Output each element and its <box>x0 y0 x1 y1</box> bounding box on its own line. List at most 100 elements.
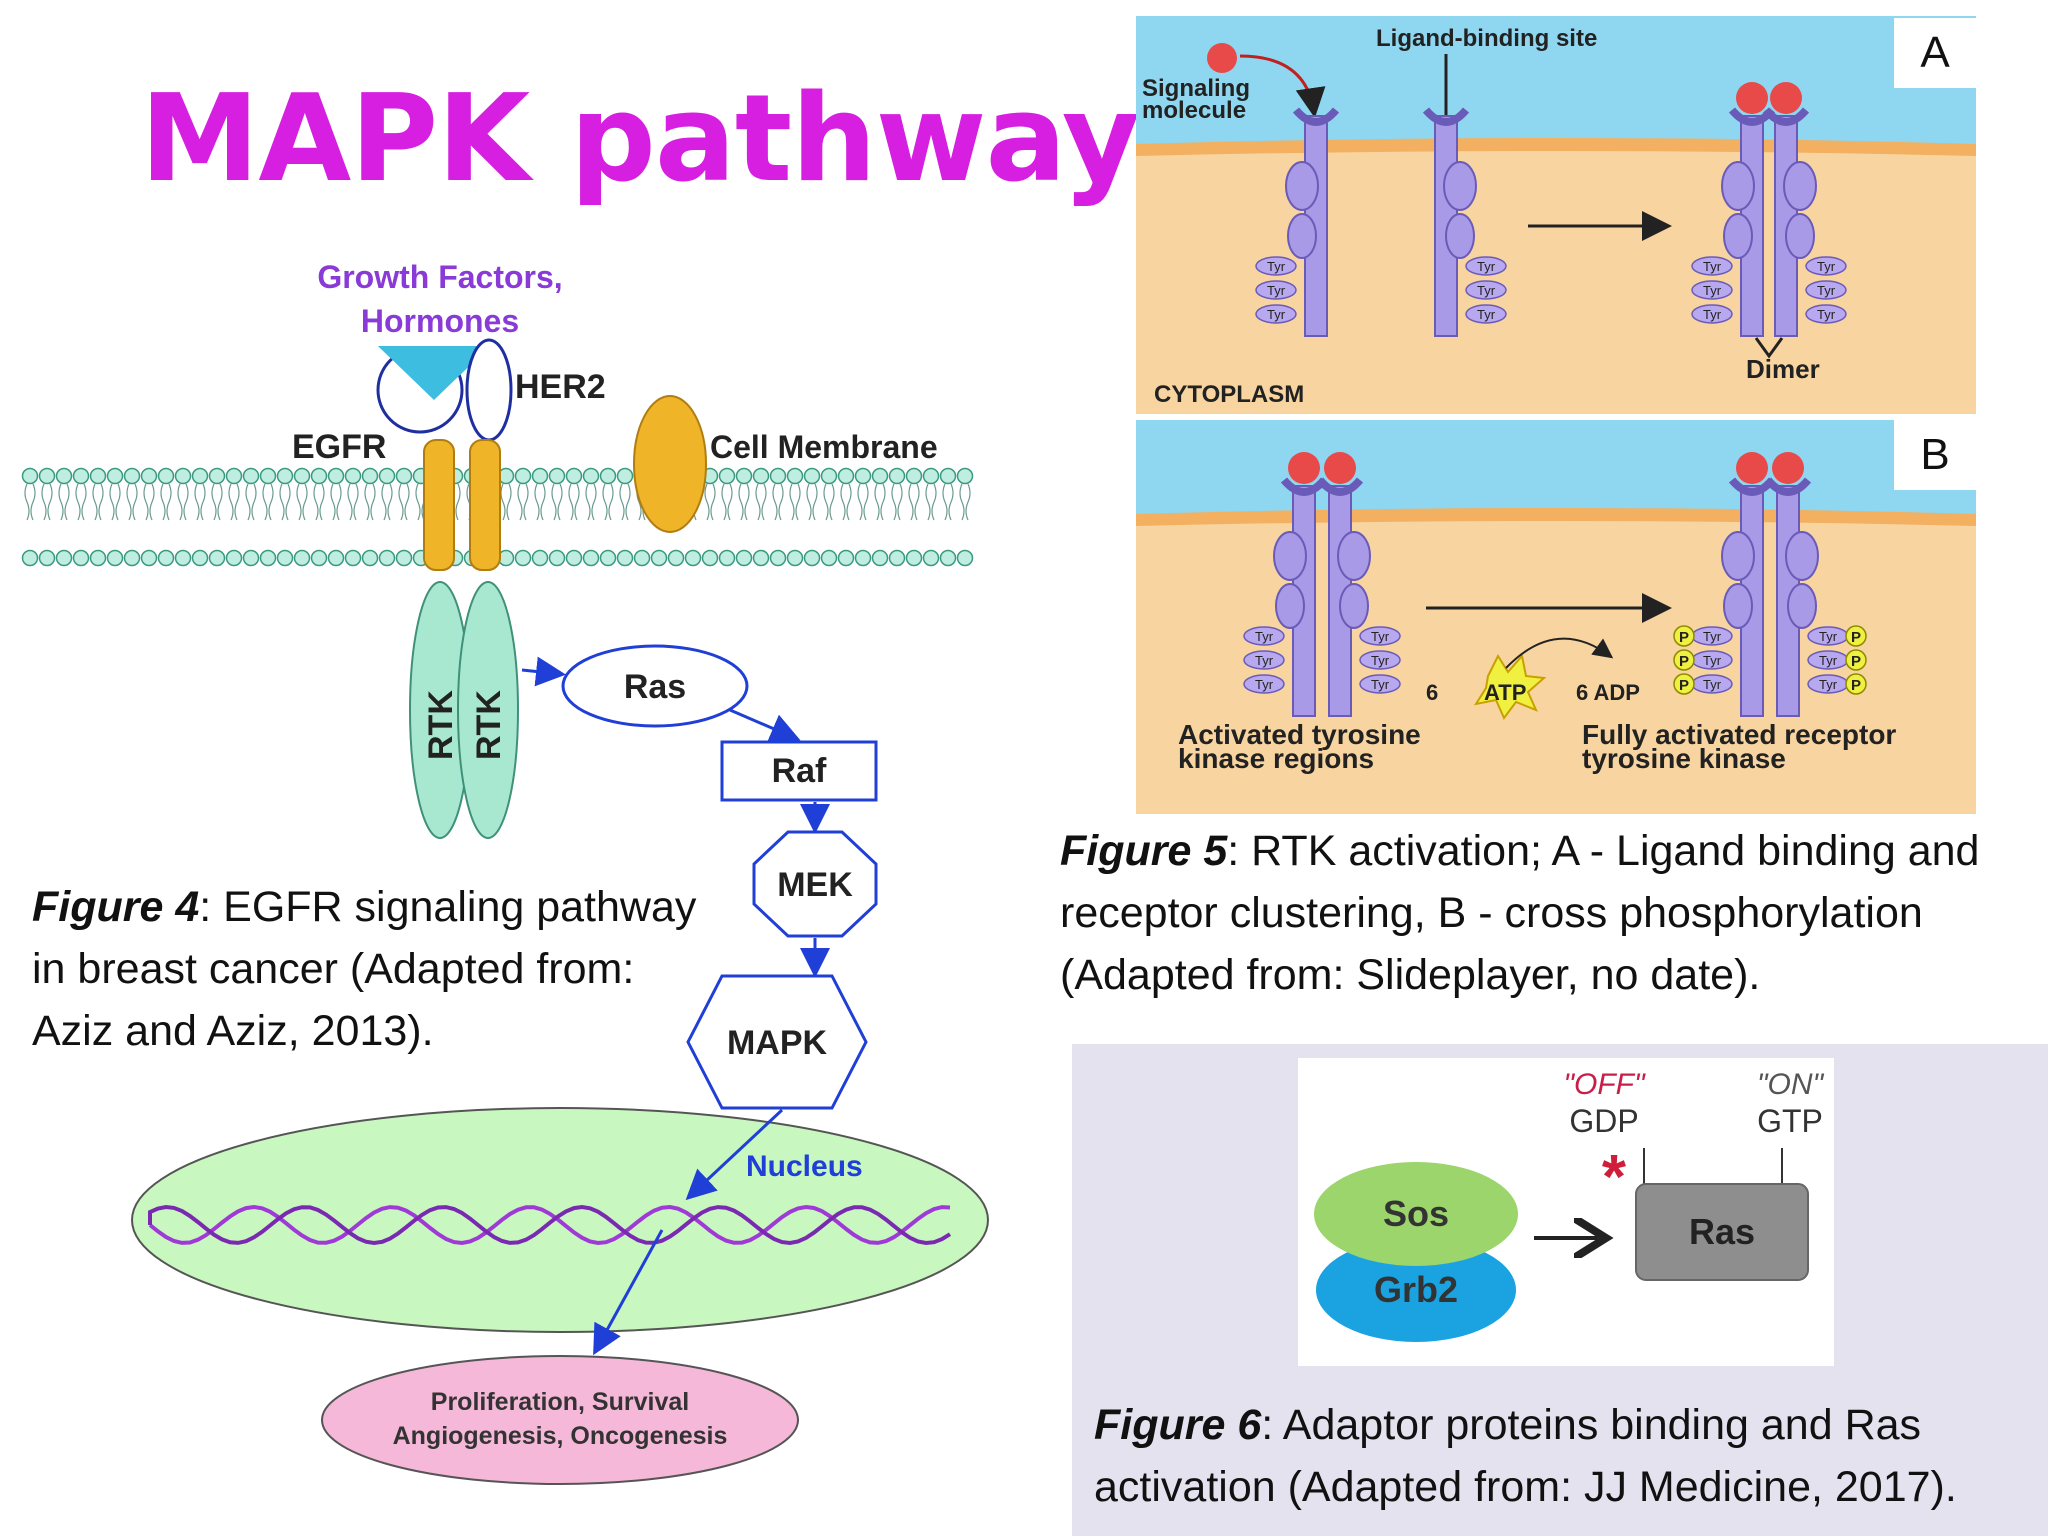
her2-tm <box>469 439 501 571</box>
ligand-site-label: Ligand-binding site <box>1376 25 1597 52</box>
tyr-label: Tyr <box>1703 653 1722 668</box>
figure-5-caption-label: Figure 5 <box>1060 827 1228 875</box>
phosphate-label: P <box>1851 653 1861 670</box>
ligand-molecule <box>1770 82 1802 114</box>
fully-label-1: Fully activated receptor <box>1582 719 1896 750</box>
dna-strand-1 <box>148 1204 951 1246</box>
mapk-label: MAPK <box>727 1024 828 1062</box>
cell-membrane-label: Cell Membrane <box>710 429 938 465</box>
tyr-label: Tyr <box>1371 629 1390 644</box>
nucleus-label: Nucleus <box>746 1150 863 1183</box>
grb2-label: Grb2 <box>1374 1269 1458 1310</box>
gtp-label: GTP <box>1757 1103 1823 1139</box>
mapk-node[interactable] <box>686 974 868 1110</box>
figure-5-caption-text-1: : RTK activation; A - Ligand binding and <box>1227 827 1980 875</box>
dimer-label: Dimer <box>1746 354 1820 384</box>
tyr-label: Tyr <box>1267 307 1286 322</box>
activated-label-2: kinase regions <box>1178 743 1374 774</box>
tyr-label: Tyr <box>1267 283 1286 298</box>
figure-4-caption-text-1: : EGFR signaling pathway <box>199 883 697 931</box>
outcome-ellipse <box>321 1355 799 1485</box>
figure-5-caption-text-3: (Adapted from: Slideplayer, no date). <box>1060 951 1761 999</box>
tyr-label: Tyr <box>1371 653 1390 668</box>
rtk-label-1: RTK <box>422 690 460 760</box>
her2-head <box>465 338 513 442</box>
mek-node[interactable] <box>752 830 878 938</box>
sos-label: Sos <box>1383 1193 1449 1234</box>
tyr-label: Tyr <box>1817 307 1836 322</box>
signaling-label-1: Signaling <box>1142 75 1250 102</box>
tyr-label: Tyr <box>1817 259 1836 274</box>
phosphate-label: P <box>1679 629 1689 646</box>
tyr-label: Tyr <box>1819 653 1838 668</box>
activated-label-1: Activated tyrosine <box>1178 719 1421 750</box>
figure-6-diagram: "OFF" "ON" GDP GTP * Sos Grb2 Ras <box>1298 1058 1834 1366</box>
atp-burst <box>1473 653 1547 720</box>
rtk-label-2: RTK <box>470 690 508 760</box>
panel-b-label: B <box>1894 420 1976 490</box>
tyr-label: Tyr <box>1703 259 1722 274</box>
growth-factors-label: Growth Factors, <box>317 259 562 295</box>
figure-4-caption-label: Figure 4 <box>32 883 200 931</box>
ligand-molecule <box>1324 452 1356 484</box>
atp-label: ATP <box>1484 680 1526 705</box>
ras-box[interactable] <box>1635 1183 1809 1281</box>
outcome-label-1: Proliferation, Survival <box>431 1388 689 1416</box>
phosphate-label: P <box>1679 653 1689 670</box>
tyr-label: Tyr <box>1255 629 1274 644</box>
her2-label: HER2 <box>515 368 606 406</box>
ligand-molecule <box>1288 452 1320 484</box>
outcome-label-2: Angiogenesis, Oncogenesis <box>393 1422 728 1450</box>
signaling-molecule <box>1207 43 1237 73</box>
tyr-label: Tyr <box>1703 283 1722 298</box>
hormones-label: Hormones <box>361 303 519 339</box>
tyr-label: Tyr <box>1255 677 1274 692</box>
grb2-blob[interactable] <box>1316 1238 1516 1342</box>
ras-node[interactable] <box>561 644 749 728</box>
tyr-label: Tyr <box>1703 677 1722 692</box>
star-marker: * <box>1602 1143 1627 1212</box>
figure-6-caption-text-1: : Adaptor proteins binding and Ras <box>1261 1401 1922 1449</box>
figure-4-caption: Figure 4: EGFR signaling pathway in brea… <box>32 876 732 1062</box>
ligand-molecule <box>1772 452 1804 484</box>
fully-label-2: tyrosine kinase <box>1582 743 1786 774</box>
figure-6-caption-text-2: activation (Adapted from: JJ Medicine, 2… <box>1094 1463 1957 1511</box>
figure-5-caption-text-2: receptor clustering, B - cross phosphory… <box>1060 889 1923 937</box>
cytoplasm-label: CYTOPLASM <box>1154 381 1304 408</box>
membrane-protein <box>633 395 707 533</box>
page-title: MAPK pathway <box>140 70 1140 209</box>
figure-4-caption-text-2: in breast cancer (Adapted from: <box>32 945 635 993</box>
figure-5-caption: Figure 5: RTK activation; A - Ligand bin… <box>1060 820 2040 1006</box>
phosphate-label: P <box>1851 629 1861 646</box>
ras-label: Ras <box>624 668 686 706</box>
tyr-label: Tyr <box>1477 307 1496 322</box>
adp-label: 6 ADP <box>1576 680 1640 705</box>
ligand-molecule <box>1736 452 1768 484</box>
off-label: "OFF" <box>1563 1068 1646 1101</box>
phosphate-label: P <box>1851 677 1861 694</box>
tyr-label: Tyr <box>1817 283 1836 298</box>
ras-box-label: Ras <box>1689 1211 1755 1252</box>
raf-node[interactable] <box>720 740 878 802</box>
raf-label: Raf <box>772 752 827 790</box>
figure-5-diagram: Ligand-binding site Signaling molecule T… <box>1136 16 1976 814</box>
dna-strand-2 <box>148 1204 952 1246</box>
tyr-label: Tyr <box>1703 307 1722 322</box>
sos-blob[interactable] <box>1314 1162 1518 1266</box>
ligand-molecule <box>1736 82 1768 114</box>
panel-a-label: A <box>1894 18 1976 88</box>
figure-4-caption-text-3: Aziz and Aziz, 2013). <box>32 1007 434 1055</box>
tyr-label: Tyr <box>1819 629 1838 644</box>
signaling-label-2: molecule <box>1142 97 1246 124</box>
tyr-label: Tyr <box>1371 677 1390 692</box>
gdp-label: GDP <box>1569 1103 1638 1139</box>
figure-4-diagram: Growth Factors, Hormones HER2 EGFR Cell … <box>21 259 989 1485</box>
tyr-label: Tyr <box>1703 629 1722 644</box>
tyr-label: Tyr <box>1477 283 1496 298</box>
tyr-label: Tyr <box>1255 653 1274 668</box>
figure-6-caption-label: Figure 6 <box>1094 1401 1262 1449</box>
phosphate-label: P <box>1679 677 1689 694</box>
tyr-label: Tyr <box>1267 259 1286 274</box>
tyr-label: Tyr <box>1819 677 1838 692</box>
egfr-tm <box>423 439 455 571</box>
